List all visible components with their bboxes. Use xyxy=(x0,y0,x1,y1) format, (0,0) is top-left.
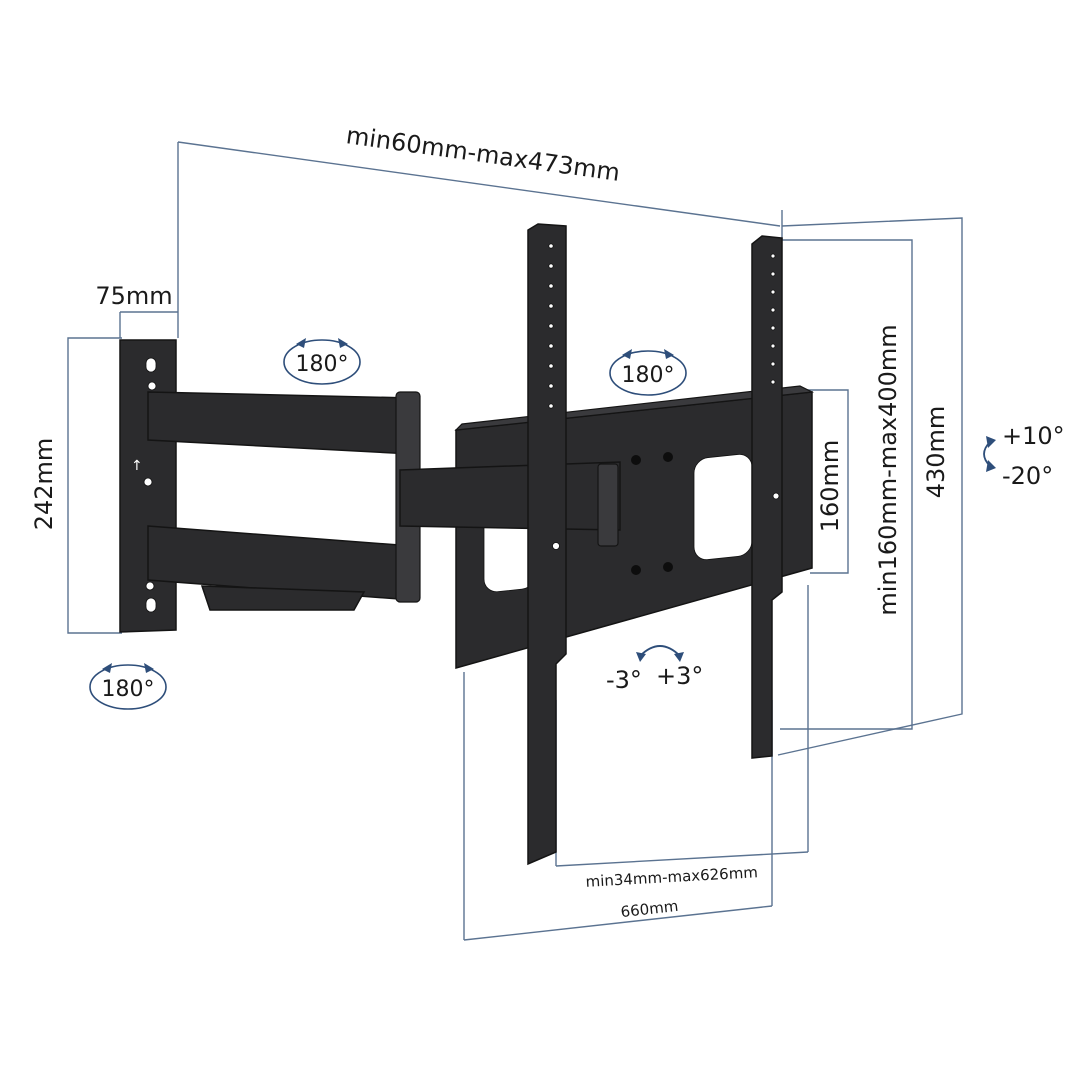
plate-pivot xyxy=(597,463,619,547)
extension-arm xyxy=(399,461,621,531)
rotation-label: 180° xyxy=(296,352,349,377)
wall-plate-hole xyxy=(147,381,157,391)
total-width-line xyxy=(463,905,773,941)
level-arrow-icon xyxy=(636,652,646,662)
tilt-up-label: +10° xyxy=(1002,422,1065,450)
tilt-indicator: +10° -20° xyxy=(983,422,1065,490)
vesa-horizontal-line xyxy=(555,851,809,867)
plate-height-bracket xyxy=(67,337,122,634)
tv-plate-hole xyxy=(631,455,641,465)
upper-arm xyxy=(147,391,413,455)
total-height-bracket xyxy=(777,217,963,756)
vertical-rail-left xyxy=(527,223,567,866)
mount-hardware: ↑ xyxy=(119,223,815,866)
level-adjust-indicator: -3° +3° xyxy=(606,645,703,694)
tv-plate-slot-right xyxy=(693,453,753,561)
inner-height-label: 160mm xyxy=(816,440,844,533)
total-height-label: 430mm xyxy=(922,406,950,499)
tv-plate-hole xyxy=(631,565,641,575)
rotate-arrow-icon xyxy=(338,338,348,348)
level-plus-label: +3° xyxy=(656,662,703,690)
vertical-rail-right xyxy=(751,235,783,759)
tilt-arrow-icon xyxy=(986,460,996,472)
level-minus-label: -3° xyxy=(606,666,642,694)
wall-plate-arrow-icon: ↑ xyxy=(131,458,143,474)
tv-plate-hole xyxy=(663,562,673,572)
rotate-arrow-icon xyxy=(296,338,306,348)
rotate-arrow-icon xyxy=(102,663,112,673)
rotation-label: 180° xyxy=(622,363,675,388)
rotation-badge-wall: 180° xyxy=(89,663,167,710)
rail-holes xyxy=(548,243,780,550)
tv-plate-hole xyxy=(663,452,673,462)
vesa-horizontal-label: min34mm-max626mm xyxy=(585,863,758,891)
arm-base-tray xyxy=(200,585,366,611)
inner-height-bracket xyxy=(792,389,849,574)
vesa-vertical-bracket xyxy=(780,239,913,730)
rotation-badge-arm-2: 180° xyxy=(609,349,687,396)
rotate-arrow-icon xyxy=(664,349,674,359)
plate-height-label: 242mm xyxy=(30,438,58,531)
wall-plate-hole xyxy=(145,581,155,591)
level-arrow-icon xyxy=(674,652,684,662)
rotation-label: 180° xyxy=(102,677,155,702)
wall-plate-slot xyxy=(145,597,157,613)
width-range-label: min60mm-max473mm xyxy=(344,121,621,187)
tilt-down-label: -20° xyxy=(1002,462,1053,490)
rotation-badge-arm-1: 180° xyxy=(283,338,361,385)
width-range-line xyxy=(177,141,781,227)
wall-plate-slot xyxy=(145,357,157,373)
level-arc xyxy=(639,645,681,657)
vesa-vertical-label: min160mm-max400mm xyxy=(874,324,902,615)
wall-plate-hole xyxy=(143,477,153,487)
rotate-arrow-icon xyxy=(622,349,632,359)
plate-width-label: 75mm xyxy=(95,282,172,310)
rotate-arrow-icon xyxy=(144,663,154,673)
tilt-arrow-icon xyxy=(986,436,996,448)
